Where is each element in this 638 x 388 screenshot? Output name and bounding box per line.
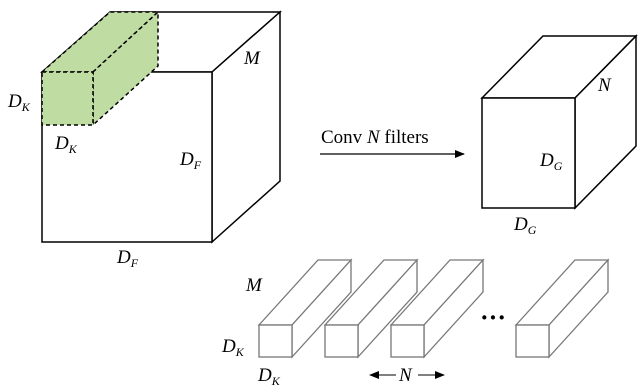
filters-row: ··· M DK DK N	[221, 258, 610, 388]
output-cube: N DG DG	[480, 34, 638, 237]
filter-prism-3	[389, 258, 485, 359]
kernel-front-face	[41, 71, 94, 126]
filter-prism-1	[257, 258, 353, 359]
input-depth-label: M	[243, 48, 261, 69]
filters-width-label: DK	[257, 365, 281, 388]
kernel-height-label: DK	[7, 91, 31, 114]
filters-height-label: DK	[221, 336, 245, 359]
conv-arrow: Conv N filters	[320, 127, 465, 158]
filter-prism-4	[514, 258, 610, 359]
filter-1-front	[258, 324, 293, 358]
input-width-label: DF	[116, 247, 139, 270]
filter-count-indicator: N	[369, 365, 445, 386]
kernel-top-face	[40, 11, 160, 73]
input-height-label: DF	[179, 149, 202, 172]
filters-depth-label: M	[245, 275, 263, 296]
filter-prism-2	[323, 258, 419, 359]
filter-2-front	[324, 324, 359, 358]
kernel-highlight	[40, 10, 160, 127]
filters-ellipsis: ···	[480, 303, 506, 332]
output-cube-front-face	[481, 97, 576, 209]
output-height-label: DG	[539, 150, 563, 173]
kernel-width-label: DK	[54, 133, 78, 156]
filter-4-front	[515, 324, 550, 358]
input-cube: M DF DF DK DK	[7, 10, 282, 270]
filter-3-front	[390, 324, 425, 358]
filter-count-label: N	[398, 365, 413, 386]
output-width-label: DG	[513, 214, 537, 237]
output-depth-label: N	[597, 75, 612, 96]
arrow-label: Conv N filters	[321, 127, 429, 148]
